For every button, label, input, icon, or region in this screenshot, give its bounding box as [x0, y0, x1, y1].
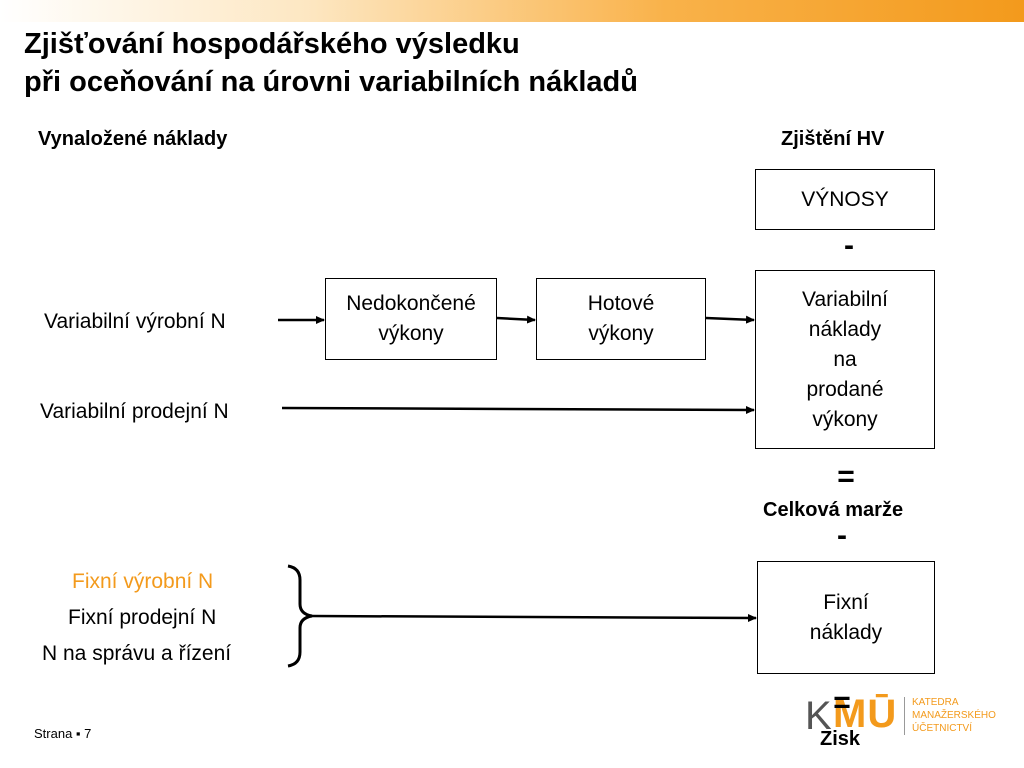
arrow-finished-to-variable-costs: [705, 315, 755, 324]
label-fixed-production-costs: Fixní výrobní N: [72, 570, 214, 593]
operator-minus-2: -: [837, 519, 847, 552]
page-title-line-2: při oceňování na úrovni variabilních nák…: [24, 66, 638, 98]
label-variable-sales-costs: Variabilní prodejní N: [40, 400, 229, 423]
result-profit: Zisk: [820, 728, 861, 750]
logo-dept-line-2: MANAŽERSKÉHO: [912, 710, 996, 721]
logo-letter-k: K: [805, 694, 832, 738]
fixed-costs-brace: [287, 564, 313, 668]
logo-department-name: KATEDRA MANAŽERSKÉHO ÚČETNICTVÍ: [912, 696, 996, 735]
logo-dept-line-1: KATEDRA: [912, 697, 959, 708]
department-logo: K MŪ KATEDRA MANAŽERSKÉHO ÚČETNICTVÍ: [805, 692, 1005, 739]
label-fixed-sales-costs: Fixní prodejní N: [68, 606, 217, 629]
header-profit-determination: Zjištění HV: [781, 128, 885, 150]
page-number: Strana ▪ 7: [34, 726, 92, 741]
box-fixed-costs: Fixní náklady: [757, 561, 935, 674]
operator-equals-2: =: [833, 686, 851, 719]
operator-minus-1: -: [844, 229, 854, 262]
box-work-in-progress: Nedokončené výkony: [325, 278, 497, 360]
page-title-line-1: Zjišťování hospodářského výsledku: [24, 28, 520, 60]
box-revenue: VÝNOSY: [755, 169, 935, 230]
logo-dept-line-3: ÚČETNICTVÍ: [912, 723, 972, 734]
arrow-variable-sales-to-variable-costs: [281, 405, 755, 414]
arrow-wip-to-finished: [496, 315, 536, 324]
result-total-margin: Celková marže: [763, 499, 904, 521]
label-admin-costs: N na správu a řízení: [42, 642, 232, 665]
logo-letters-mu: MŪ: [833, 692, 898, 736]
arrow-fixed-costs-to-box: [311, 613, 757, 622]
header-incurred-costs: Vynaložené náklady: [38, 128, 228, 150]
page-title: Zjišťování hospodářského výsledku při oc…: [24, 25, 638, 101]
top-accent-bar: [0, 0, 1024, 22]
box-finished-goods: Hotové výkony: [536, 278, 706, 360]
box-variable-costs-sold: Variabilní náklady na prodané výkony: [755, 270, 935, 449]
label-variable-production-costs: Variabilní výrobní N: [44, 310, 226, 333]
logo-separator: [904, 697, 905, 735]
operator-equals-1: =: [837, 460, 855, 493]
